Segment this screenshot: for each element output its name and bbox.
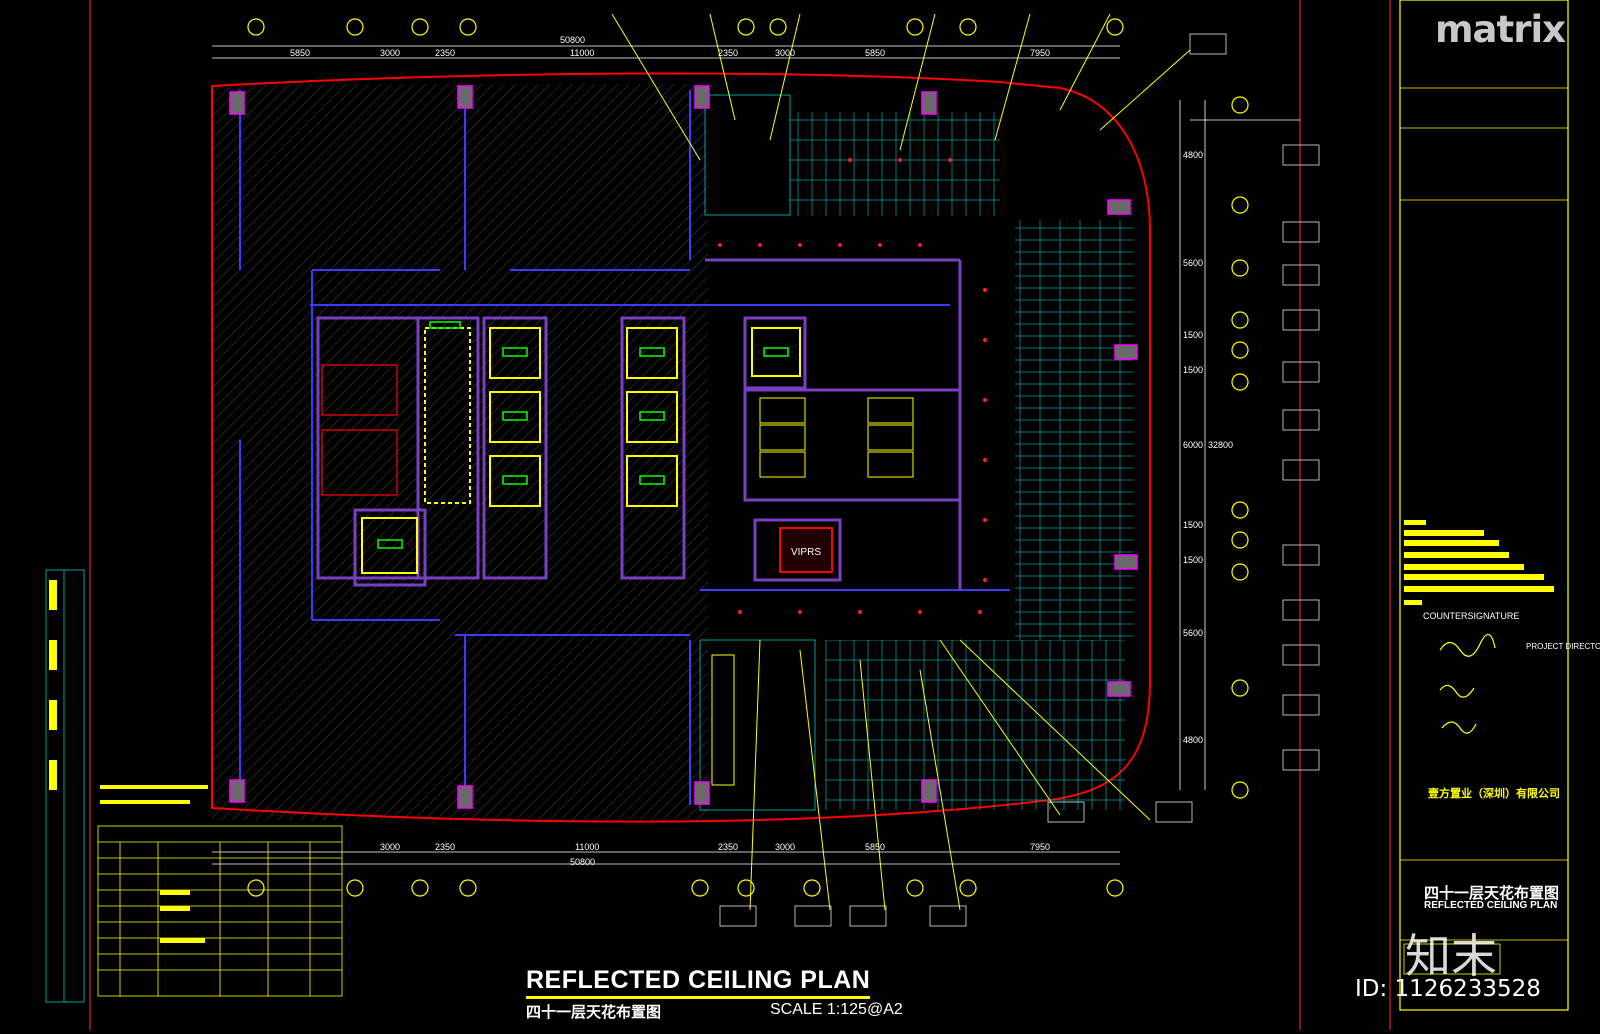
bottom-dimension-lines [212,851,1120,865]
right-dimension: 1500 [1183,520,1204,530]
structural-lines [239,90,1010,805]
top-dimension-lines [212,45,1120,59]
drawing-subtitle-cn: 四十一层天花布置图 [526,1004,662,1021]
right-dimension: 32800 [1208,440,1234,450]
right-dimension-lines [1179,100,1300,790]
countersignature-label: COUNTERSIGNATURE [1423,611,1520,621]
legend-fills [49,580,208,943]
red-rooms [321,364,398,496]
right-dimension: 5600 [1183,628,1204,638]
right-dimension: 6000 [1183,440,1204,450]
signatures [1439,633,1496,734]
top-dimension: 3000 [380,48,401,58]
brand-logo: matrix [1435,8,1566,51]
title-block-drawing-title-en: REFLECTED CEILING PLAN [1424,900,1558,911]
title-block-grid [1400,87,1568,975]
callout-tags [719,33,1320,927]
right-dimension: 4800 [1183,735,1204,745]
project-director-label: PROJECT DIRECTOR [1526,642,1600,651]
bottom-dimension: 3000 [380,842,401,852]
top-dimension: 5850 [865,48,886,58]
top-dimension: 2350 [718,48,739,58]
bottom-overall-dimension: 50800 [570,857,596,867]
lift-indicators [377,321,789,549]
top-dimension: 2350 [435,48,456,58]
leader-lines [611,13,1191,911]
right-dimension: 4800 [1183,150,1204,160]
title-block-drawing-title-cn: 四十一层天花布置图 [1424,885,1560,902]
watermark-logo: 知末 [1405,929,1497,983]
building-outline [211,72,1151,823]
bottom-dimension: 3000 [775,842,796,852]
title-block-bars [1404,520,1554,605]
core-walls [316,258,962,590]
room-label: VIPRS [791,547,821,558]
drawing-scale: SCALE 1:125@A2 [770,1001,903,1018]
right-dimension: 5600 [1183,258,1204,268]
legend-table [97,825,343,997]
ceiling-grid-areas [699,94,1133,811]
viprs-room: VIPRS [779,527,833,573]
client-name: 壹方置业（深圳）有限公司 [1428,788,1560,800]
legend-left-strip [45,569,85,1003]
right-dimension: 1500 [1183,330,1204,340]
bottom-dimension: 2350 [718,842,739,852]
top-dimension: 5850 [290,48,311,58]
top-dimension: 11000 [570,48,595,58]
top-dimension: 7950 [1030,48,1051,58]
bottom-dimension: 11000 [575,842,600,852]
light-fixtures [718,158,987,614]
columns [229,85,1138,809]
top-dimension: 3000 [775,48,796,58]
id-tag: ID: 1126233528 [1355,976,1541,1002]
right-dimension: 1500 [1183,555,1204,565]
hatched-core [212,84,708,820]
top-overall-dimension: 50800 [560,35,586,45]
drawing-title: REFLECTED CEILING PLAN [526,966,871,999]
bottom-dimension: 2350 [435,842,456,852]
right-dimension: 1500 [1183,365,1204,375]
toilet-cubicles [711,397,914,786]
grid-bubbles [247,18,1249,897]
bottom-dimension: 7950 [1030,842,1051,852]
bottom-dimension: 5850 [865,842,886,852]
sheet-border [89,0,1569,1030]
